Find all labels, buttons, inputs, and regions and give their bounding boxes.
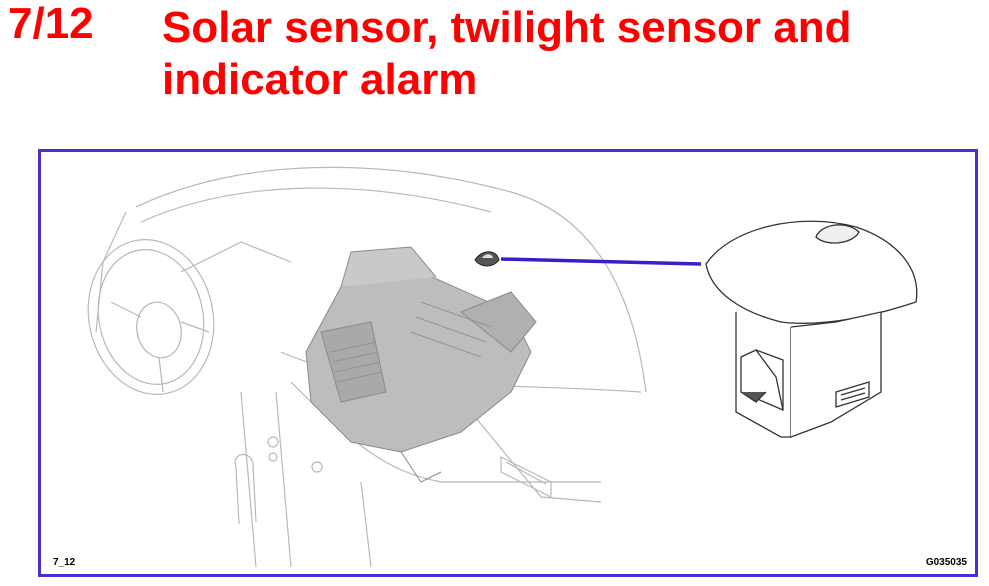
leader-line	[500, 257, 702, 266]
figure-ref-left: 7_12	[53, 557, 76, 568]
sensor-location-marker	[474, 251, 500, 267]
dashboard-illustration	[87, 166, 918, 568]
page-title: Solar sensor, twilight sensor and indica…	[162, 3, 852, 104]
sensor-detail-illustration	[705, 220, 918, 438]
figure-ref-right: G035035	[925, 557, 967, 568]
section-number: 7/12	[8, 0, 94, 48]
figure-frame: 7_12 G035035	[38, 149, 978, 577]
